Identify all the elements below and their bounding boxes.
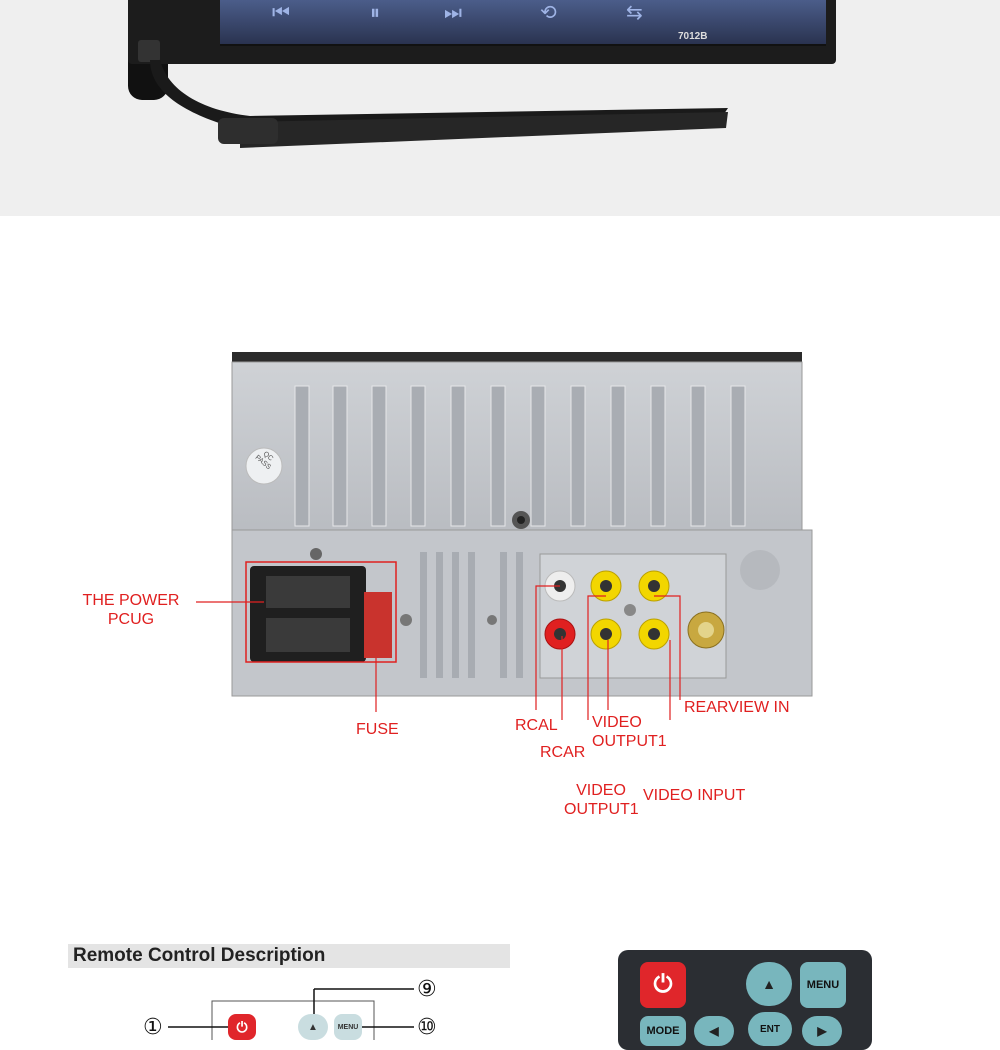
callout-9: ⑨	[417, 977, 437, 1002]
upper-chassis	[231, 361, 803, 535]
video-output1-b-line2: OUTPUT1	[564, 801, 639, 818]
remote-power-button[interactable]: ⏻	[640, 962, 686, 1008]
rca-jacks	[544, 570, 670, 650]
power-highlight-box	[245, 561, 397, 663]
power-plug-label-line2: PCUG	[107, 611, 155, 628]
remote-menu-button[interactable]: MENU	[800, 962, 846, 1008]
callout-lines	[196, 585, 681, 720]
strap-mount	[138, 40, 160, 62]
power-icon: ⏻	[653, 971, 673, 998]
rearview-in-label: REARVIEW IN	[684, 699, 790, 716]
next-icon: ⏭	[444, 0, 462, 24]
prev-icon: ⏮	[272, 0, 290, 24]
cooling-fins	[294, 385, 746, 527]
remote-right-button[interactable]: ▶	[802, 1016, 842, 1046]
vent-slots	[420, 552, 523, 678]
diagram-up-button: ▲	[298, 1014, 328, 1040]
qc-sticker	[245, 447, 283, 485]
gps-port-cap	[740, 550, 780, 590]
remote-mode-button[interactable]: MODE	[640, 1016, 686, 1046]
rcal-label: RCAL	[515, 717, 558, 734]
remote-left-button[interactable]: ◀	[694, 1016, 734, 1046]
diagram-power-button: ⏻	[228, 1014, 256, 1040]
remote-diagram	[168, 988, 414, 1040]
left-arrow-icon: ◀	[709, 1024, 719, 1038]
model-label: 7012B	[678, 31, 708, 42]
power-plug-label: THE POWER PCUG	[76, 591, 186, 629]
video-output1-b-line1: VIDEO	[576, 782, 626, 799]
strap-clip	[218, 118, 278, 144]
pause-icon: ⏸	[370, 0, 380, 24]
callout-1: ①	[143, 1015, 163, 1040]
remote-diagram-outline	[211, 1000, 375, 1040]
screw	[310, 548, 322, 560]
callout-10: ⑩	[417, 1015, 437, 1040]
remote-title-bar	[68, 944, 510, 968]
rear-panel-graphic	[196, 352, 813, 720]
up-arrow-icon: ▲	[308, 1021, 318, 1033]
remote-up-button[interactable]: ▲	[746, 962, 792, 1006]
video-input-label: VIDEO INPUT	[643, 787, 746, 804]
rcar-label: RCAR	[540, 744, 586, 761]
chassis-top-edge	[232, 352, 802, 364]
head-unit-screen	[220, 0, 826, 46]
video-output1-a-line2: OUTPUT1	[592, 733, 667, 750]
strap-graphic	[138, 40, 728, 148]
fuse-label: FUSE	[356, 721, 399, 738]
up-arrow-icon: ▲	[762, 976, 776, 992]
video-output1-a-line1: VIDEO	[592, 714, 642, 731]
connector-pins	[266, 576, 350, 652]
remote-ent-button[interactable]: ENT	[748, 1012, 792, 1046]
video-output1-label-a: VIDEO OUTPUT1	[592, 713, 667, 751]
remote-section-title: Remote Control Description	[73, 945, 326, 966]
power-plug-label-line1: THE POWER	[82, 592, 180, 609]
strap-band	[240, 112, 728, 148]
power-icon: ⏻	[236, 1018, 248, 1035]
video-output1-label-b: VIDEO OUTPUT1	[564, 781, 639, 819]
repeat-icon: ⟲	[540, 0, 557, 24]
shuffle-icon: ⇆	[626, 0, 643, 24]
right-arrow-icon: ▶	[817, 1024, 827, 1038]
diagram-menu-button: MENU	[334, 1014, 362, 1040]
fuse-block	[364, 592, 392, 658]
screw	[400, 614, 412, 626]
